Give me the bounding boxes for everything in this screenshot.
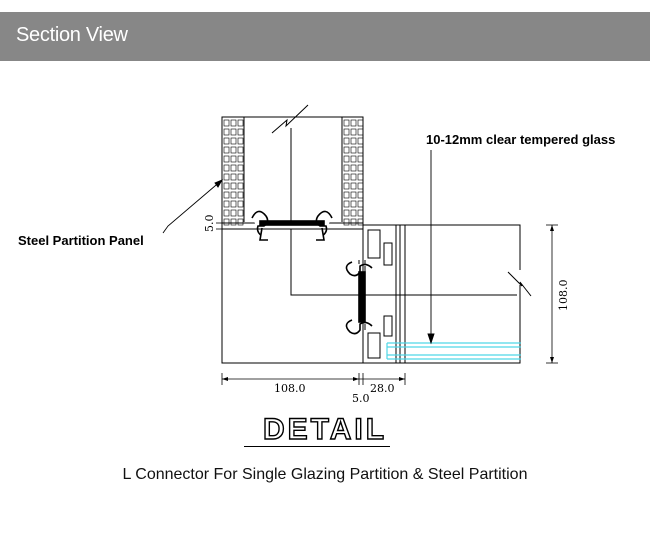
honeycomb-cell <box>357 173 364 181</box>
dim-gap-bottom: 5.0 <box>352 392 370 405</box>
honeycomb-cell <box>237 128 244 136</box>
honeycomb-cell <box>237 200 244 208</box>
honeycomb-cell <box>350 209 357 217</box>
honeycomb-cell <box>237 119 244 127</box>
tempered-glass <box>386 342 521 360</box>
honeycomb-cell <box>230 200 237 208</box>
honeycomb-cell <box>230 191 237 199</box>
drawing-caption: L Connector For Single Glazing Partition… <box>122 466 528 483</box>
honeycomb-cell <box>223 218 230 226</box>
section-title: Section View <box>16 24 128 46</box>
honeycomb-cell <box>223 191 230 199</box>
honeycomb-cell <box>237 218 244 226</box>
honeycomb-cell <box>343 146 350 154</box>
honeycomb-cell <box>223 155 230 163</box>
honeycomb-cell <box>237 137 244 145</box>
honeycomb-cell <box>350 173 357 181</box>
honeycomb-core <box>223 119 364 226</box>
honeycomb-cell <box>230 155 237 163</box>
honeycomb-cell <box>230 209 237 217</box>
panel-label: Steel Partition Panel <box>18 233 144 248</box>
honeycomb-cell <box>223 173 230 181</box>
honeycomb-cell <box>223 200 230 208</box>
honeycomb-cell <box>230 173 237 181</box>
dim-left-width: 108.0 <box>274 382 306 395</box>
honeycomb-cell <box>343 218 350 226</box>
honeycomb-cell <box>237 209 244 217</box>
honeycomb-cell <box>237 182 244 190</box>
section-header: Section View <box>0 12 650 61</box>
dim-right-height: 108.0 <box>557 279 570 312</box>
honeycomb-cell <box>343 155 350 163</box>
honeycomb-cell <box>350 155 357 163</box>
honeycomb-cell <box>223 182 230 190</box>
honeycomb-cell <box>357 155 364 163</box>
honeycomb-cell <box>357 182 364 190</box>
honeycomb-cell <box>350 182 357 190</box>
honeycomb-cell <box>350 137 357 145</box>
honeycomb-cell <box>223 137 230 145</box>
detail-heading: DETAIL <box>262 412 388 446</box>
honeycomb-cell <box>357 137 364 145</box>
honeycomb-cell <box>343 200 350 208</box>
honeycomb-cell <box>350 128 357 136</box>
honeycomb-cell <box>357 209 364 217</box>
honeycomb-cell <box>343 191 350 199</box>
honeycomb-cell <box>350 191 357 199</box>
steel-panel-lower <box>221 222 364 364</box>
dim-frame-width: 28.0 <box>370 382 395 395</box>
honeycomb-cell <box>237 173 244 181</box>
break-line-top <box>271 104 309 134</box>
honeycomb-cell <box>237 191 244 199</box>
honeycomb-cell <box>343 128 350 136</box>
honeycomb-cell <box>237 164 244 172</box>
honeycomb-cell <box>237 146 244 154</box>
honeycomb-cell <box>230 137 237 145</box>
honeycomb-cell <box>223 164 230 172</box>
honeycomb-cell <box>343 119 350 127</box>
honeycomb-cell <box>343 164 350 172</box>
honeycomb-cell <box>357 164 364 172</box>
honeycomb-cell <box>230 218 237 226</box>
honeycomb-cell <box>350 119 357 127</box>
detail-underline <box>244 446 390 447</box>
dim-panel-gap: 5.0 <box>203 214 216 233</box>
honeycomb-cell <box>230 128 237 136</box>
honeycomb-cell <box>357 128 364 136</box>
honeycomb-cell <box>223 146 230 154</box>
honeycomb-cell <box>350 146 357 154</box>
honeycomb-cell <box>343 173 350 181</box>
honeycomb-cell <box>357 191 364 199</box>
honeycomb-cell <box>230 119 237 127</box>
connector-clips <box>251 210 373 335</box>
break-line-right <box>507 271 532 297</box>
honeycomb-cell <box>230 164 237 172</box>
honeycomb-cell <box>343 137 350 145</box>
honeycomb-cell <box>350 200 357 208</box>
honeycomb-cell <box>223 119 230 127</box>
honeycomb-cell <box>223 209 230 217</box>
honeycomb-cell <box>223 128 230 136</box>
panel-leader <box>162 179 223 234</box>
honeycomb-cell <box>357 218 364 226</box>
honeycomb-cell <box>343 182 350 190</box>
honeycomb-cell <box>343 209 350 217</box>
honeycomb-cell <box>357 200 364 208</box>
honeycomb-cell <box>230 146 237 154</box>
honeycomb-cell <box>350 218 357 226</box>
dimension-lines <box>216 222 558 385</box>
glass-label: 10-12mm clear tempered glass <box>426 132 616 147</box>
honeycomb-cell <box>230 182 237 190</box>
honeycomb-cell <box>237 155 244 163</box>
honeycomb-cell <box>357 146 364 154</box>
honeycomb-cell <box>357 119 364 127</box>
honeycomb-cell <box>350 164 357 172</box>
